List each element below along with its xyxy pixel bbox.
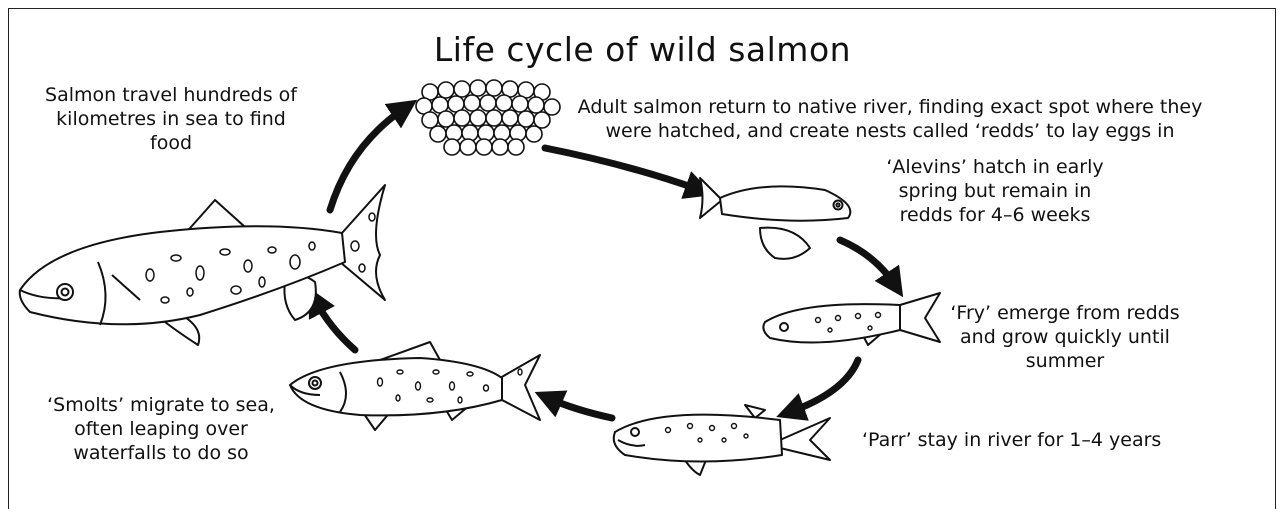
smolt-icon [290,342,540,430]
arrow-sea-to-eggs [330,108,405,210]
diagram-title: Life cycle of wild salmon [0,30,1285,69]
fry-icon [763,293,940,345]
arrow-fry-to-parr [790,360,858,412]
arrow-smolts-to-sea [315,300,355,350]
stage-caption-parr: ‘Parr’ stay in river for 1–4 years [862,428,1222,452]
arrow-alevins-to-fry [840,240,895,285]
stage-caption-alevins: ‘Alevins’ hatch in early spring but rema… [880,155,1110,227]
arrow-eggs-to-alevins [545,148,700,190]
stage-caption-smolts: ‘Smolts’ migrate to sea, often leaping o… [36,393,286,465]
alevin-icon [700,178,850,259]
eggs-icon [416,80,560,155]
stage-caption-eggs: Adult salmon return to native river, fin… [560,95,1220,143]
stage-caption-fry: ‘Fry’ emerge from redds and grow quickly… [950,301,1180,373]
stage-caption-sea: Salmon travel hundreds of kilometres in … [36,83,306,155]
arrow-parr-to-smolts [548,398,612,418]
parr-icon [614,405,830,475]
